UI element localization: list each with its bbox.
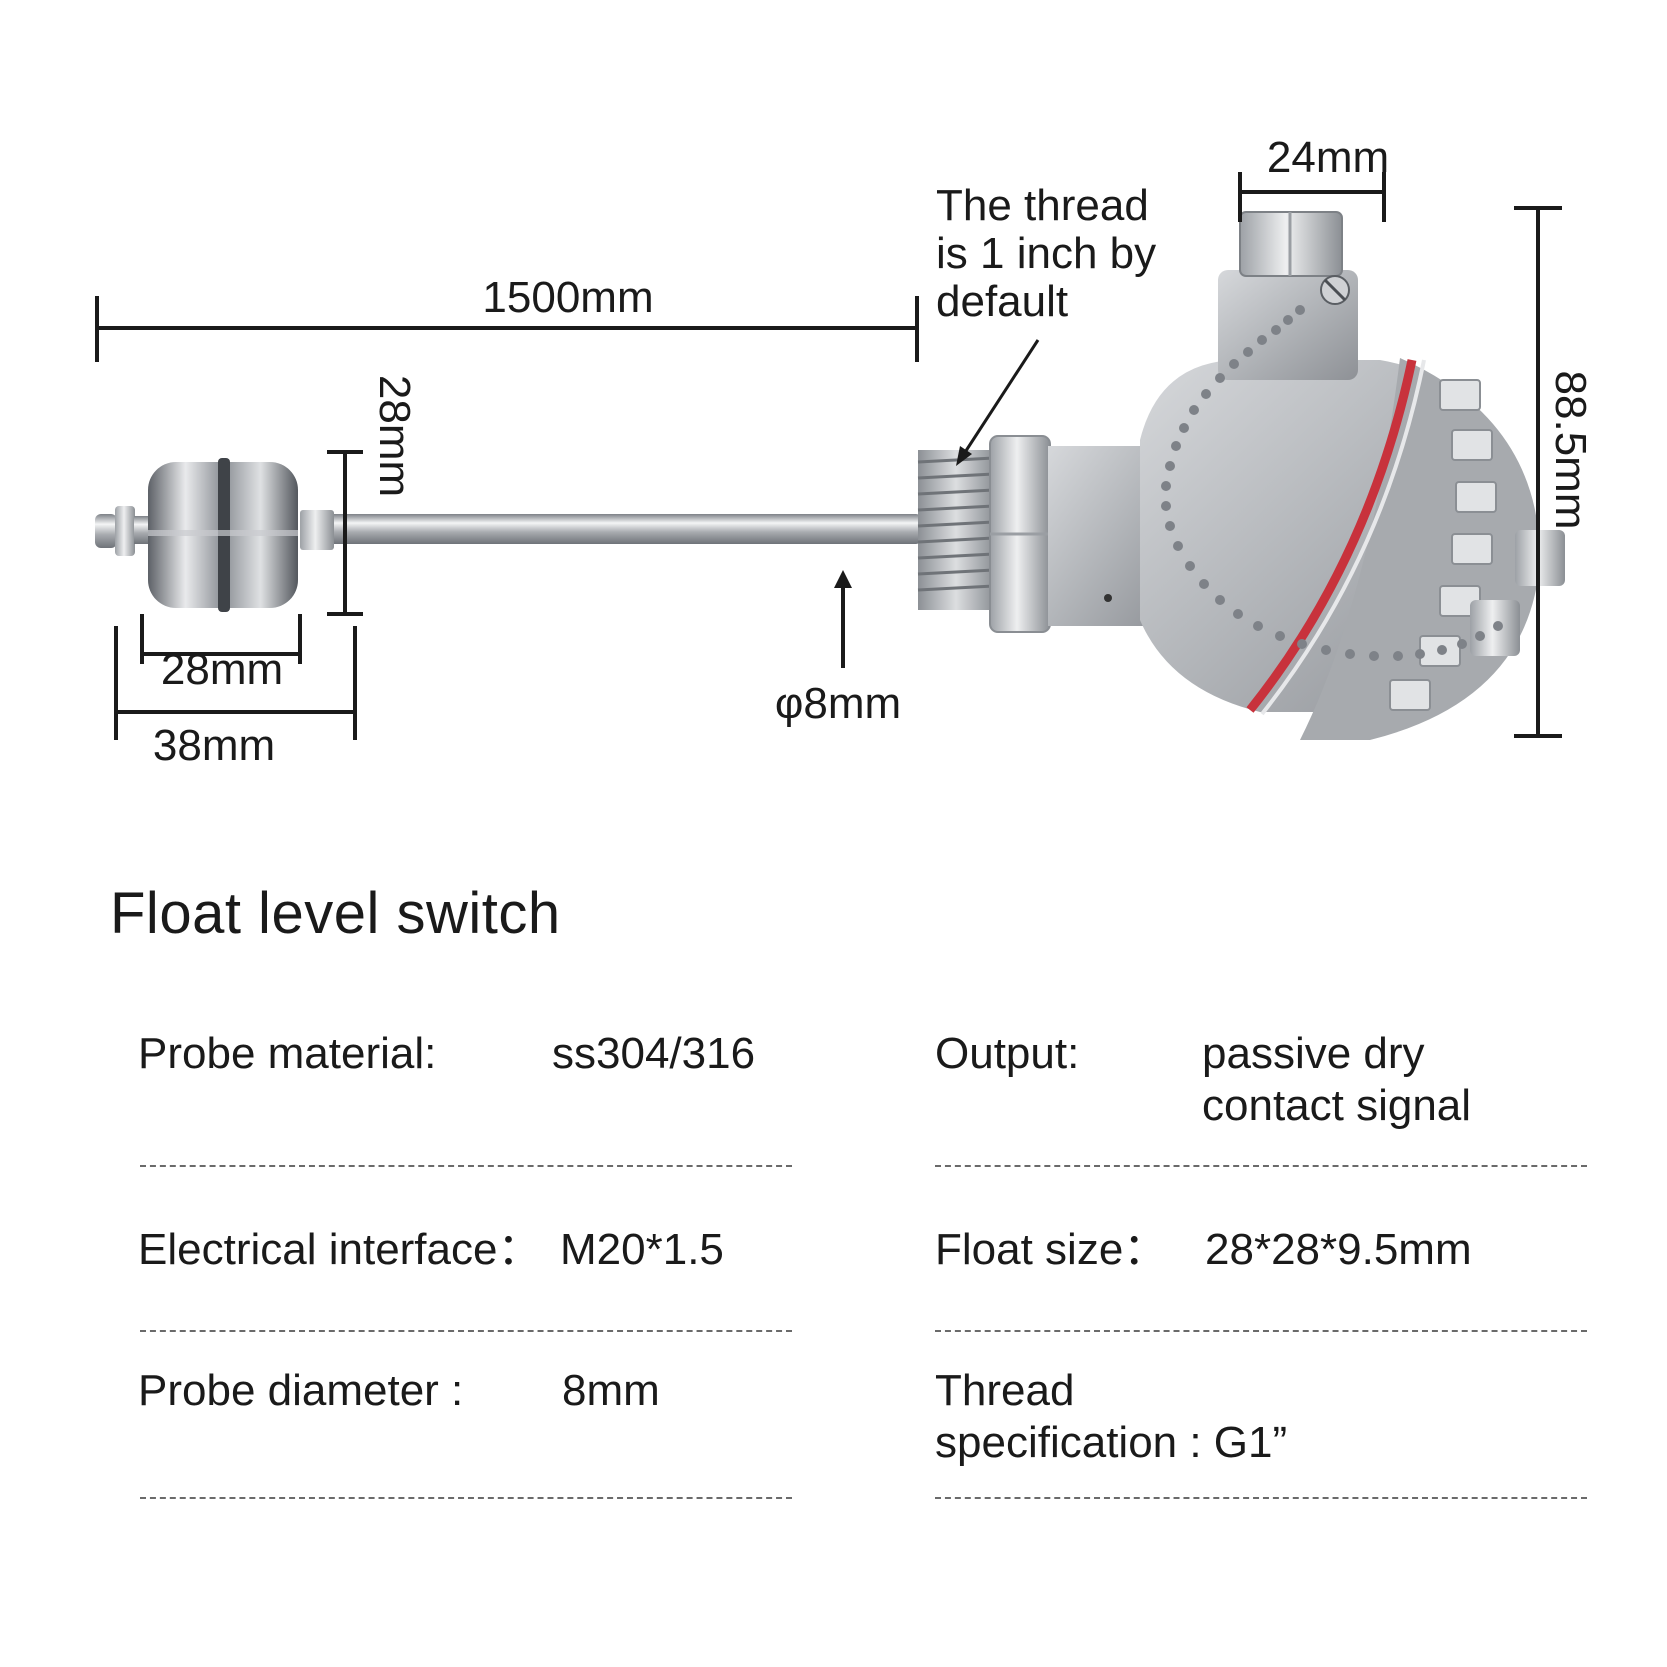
output-value: passive dry contact signal (1202, 1029, 1472, 1130)
divider-row-2-left (140, 1330, 792, 1332)
bead-chain (1161, 305, 1503, 661)
thread-note-line-1: The thread (936, 181, 1149, 230)
tip-nut (95, 514, 117, 548)
electrical-interface-label: Electrical interface： (138, 1225, 542, 1274)
divider-row-3-left (140, 1497, 792, 1499)
probe-diameter-label: Probe diameter : (138, 1366, 464, 1415)
thread-spec-label: Thread specification : G1” (935, 1366, 1288, 1467)
divider-row-3-right (935, 1497, 1587, 1499)
thread-note-line-3: default (936, 277, 1068, 326)
dim-length-label: 1500mm (482, 273, 653, 322)
float-ball (148, 458, 298, 612)
electrical-interface-value: M20*1.5 (560, 1225, 724, 1274)
probe-rod (330, 514, 920, 544)
thread-fitting (917, 450, 995, 610)
dim-head-height-label: 88.5mm (1546, 371, 1595, 530)
dim-float-height-label: 28mm (370, 375, 419, 497)
thread-note-line-2: is 1 inch by (936, 229, 1156, 278)
probe-material-value: ss304/316 (552, 1029, 756, 1078)
dimension-lines (95, 172, 1562, 740)
product-dimension-drawing: 1500mm 28mm 28mm 38mm φ8mm 24mm 88.5mm T… (95, 133, 1595, 770)
probe-arrow-head (834, 570, 852, 588)
cable-gland (1218, 211, 1358, 380)
product-title: Float level switch (110, 881, 561, 946)
float-level-switch-illustration (95, 211, 1565, 740)
dim-float-outer-label: 38mm (153, 721, 275, 770)
divider-row-1-left (140, 1165, 792, 1167)
dim-float-diameter-label: 28mm (161, 645, 283, 694)
float-size-label: Float size： (935, 1225, 1168, 1274)
divider-row-1-right (935, 1165, 1587, 1167)
tip-washer (115, 506, 135, 556)
dim-cap-width-label: 24mm (1267, 133, 1389, 182)
thread-note: The thread is 1 inch by default (936, 181, 1156, 326)
probe-diameter-value: 8mm (562, 1366, 660, 1415)
divider-row-2-right (935, 1330, 1587, 1332)
dim-probe-diameter-label: φ8mm (775, 679, 901, 728)
probe-collar (300, 510, 334, 550)
float-size-value: 28*28*9.5mm (1205, 1225, 1472, 1274)
output-label: Output: (935, 1029, 1080, 1078)
probe-material-label: Probe material: (138, 1029, 437, 1078)
junction-head (1140, 358, 1565, 740)
thread-arrow-head (956, 446, 972, 466)
